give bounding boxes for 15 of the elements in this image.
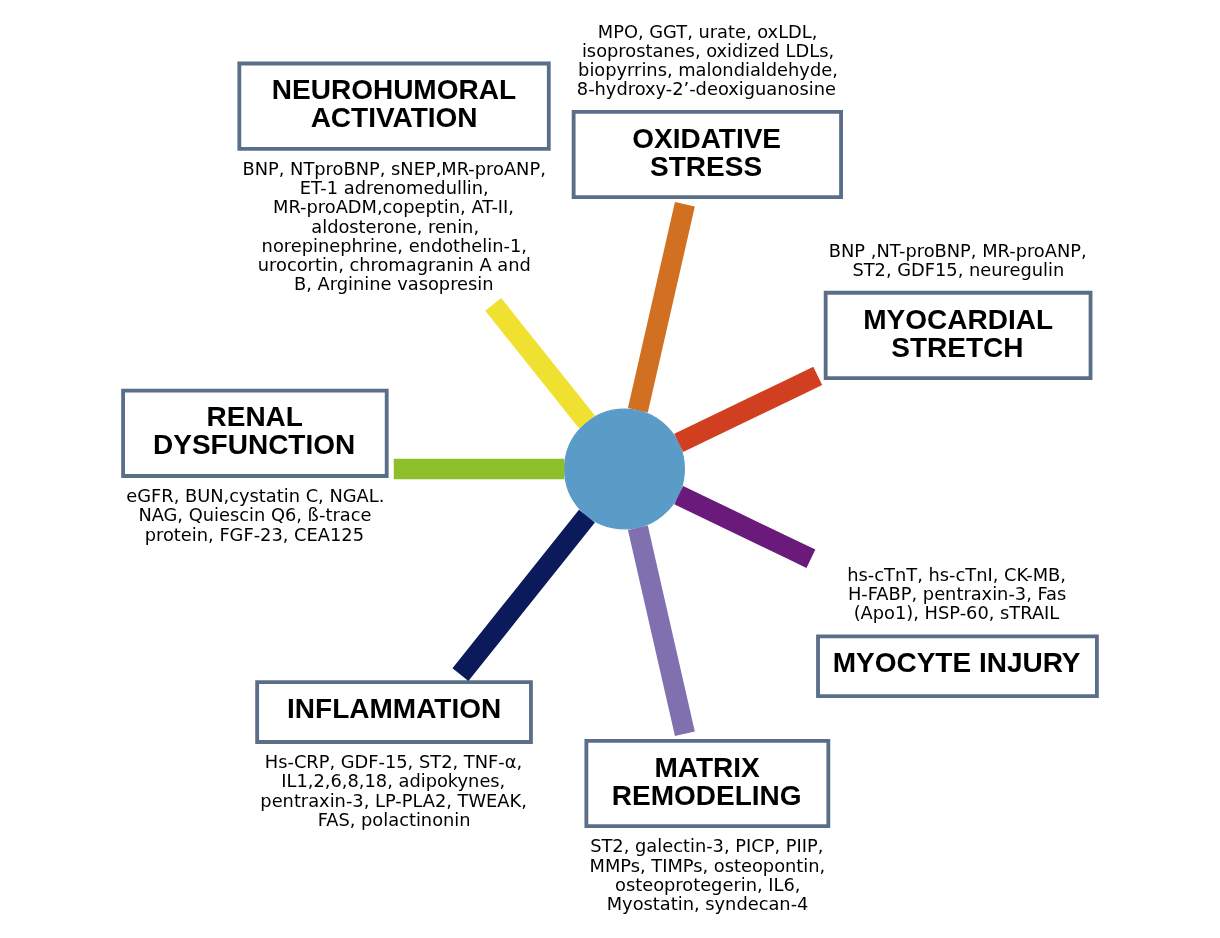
connector bbox=[393, 458, 565, 480]
node-label: MPO, GGT, urate, oxLDL, isoprostanes, oxidized LDLs, biopyrrins, malondialdehyde, 8-hydroxy-2’-deoxiguanosine bbox=[576, 20, 838, 99]
node-label: hs-cTnT, hs-cTnI, CK-MB, H-FABP, pentraxin-3, Fas (Apo1), HSP-60, sTRAIL bbox=[847, 564, 1067, 624]
node-label: ST2, galectin-3, PICP, PIIP, MMPs, TIMPs, osteopontin, osteoprotegerin, IL6, Myostatin, syndecan-4 bbox=[589, 835, 826, 914]
node-label: Hs-CRP, GDF-15, ST2, TNF-α, IL1,2,6,8,18, adipokynes, pentraxin-3, LP-PLA2, TWEAK, FAS, polactinonin bbox=[260, 751, 527, 830]
connector bbox=[674, 485, 816, 568]
connector bbox=[485, 298, 595, 429]
connector bbox=[627, 525, 695, 736]
node-label: eGFR, BUN,cystatin C, NGAL. NAG, Quiescin Q6, ß-trace protein, FGF-23, CEA125 bbox=[126, 485, 385, 545]
node-circle bbox=[564, 408, 685, 530]
node-label: BNP, NTproBNP, sNEP,MR-proANP, ET-1 adrenomedullin, MR-proADM,copeptin, AT-II, aldosterone, renin, norepinephrine, endothelin-1, urocortin, chromagranin A and B, Arginine vasopresin bbox=[242, 158, 546, 294]
connector bbox=[674, 366, 823, 453]
connector bbox=[452, 509, 595, 682]
node-label: BNP ,NT-proBNP, MR-proANP, ST2, GDF15, neuregulin bbox=[828, 239, 1087, 280]
connector bbox=[627, 202, 695, 413]
